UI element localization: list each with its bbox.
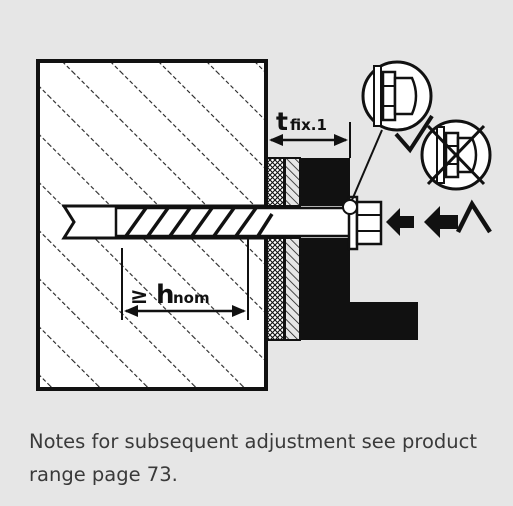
check-icon xyxy=(394,114,434,154)
tfix-sub-label: fix.1 xyxy=(290,116,327,134)
cross-icon xyxy=(426,124,486,186)
hnom-main-label: h xyxy=(156,280,175,310)
hnom-sub-label: nom xyxy=(173,289,210,307)
dimension-hnom: ≥ h nom xyxy=(121,238,249,320)
hnom-symbol-label: ≥ xyxy=(130,284,148,309)
intermediate-layer xyxy=(266,157,301,341)
impact-zigzag-icon xyxy=(455,199,492,234)
screw-anchor xyxy=(114,195,383,251)
tfix-main-label: t xyxy=(276,107,288,136)
arrow-left-icon xyxy=(424,206,458,238)
caption-note: Notes for subsequent adjustment see prod… xyxy=(29,430,477,486)
fixture-bracket xyxy=(300,158,418,340)
insertion-direction-arrows xyxy=(386,199,492,238)
correct-detail-callout xyxy=(351,60,434,201)
arrow-left-icon xyxy=(386,208,414,236)
incorrect-detail-callout xyxy=(420,119,492,191)
dimension-tfix: t fix.1 xyxy=(266,107,351,158)
installation-diagram: t fix.1 ≥ h nom xyxy=(36,59,492,391)
